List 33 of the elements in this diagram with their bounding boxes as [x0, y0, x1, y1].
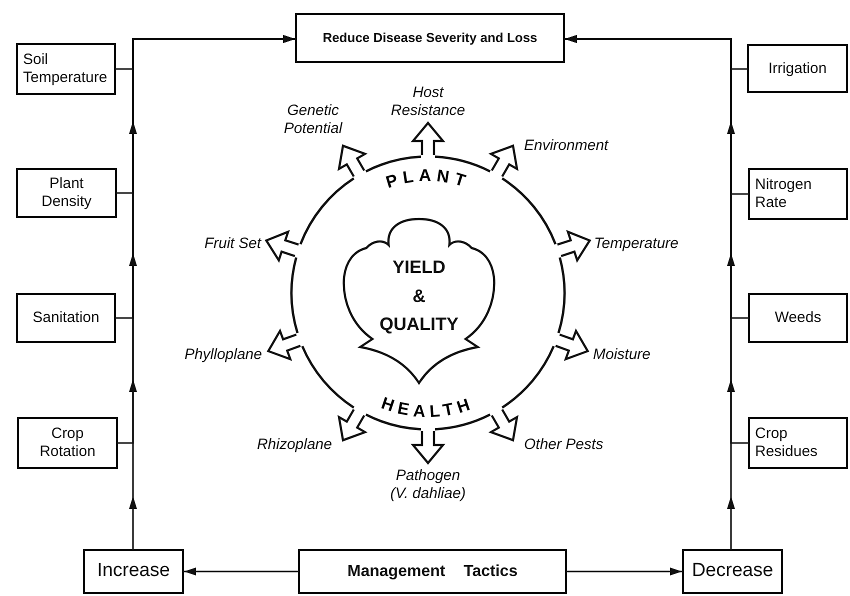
goal-box: Reduce Disease Severity and Loss: [295, 13, 565, 63]
block-arrow: [410, 121, 446, 156]
factor-label: Host Resistance: [383, 84, 473, 120]
factor-label: Phylloplane: [184, 346, 262, 364]
factor-label: Environment: [524, 137, 608, 155]
factor-label: Genetic Potential: [268, 102, 358, 138]
factor-box: Plant Density: [16, 168, 117, 218]
factor-box: Sanitation: [16, 293, 116, 343]
block-arrow: [488, 144, 518, 178]
factor-box: Nitrogen Rate: [748, 168, 848, 220]
block-arrow: [338, 408, 368, 442]
curved-label: PLANT: [384, 166, 472, 192]
factor-box: Crop Residues: [748, 417, 848, 469]
block-arrow: [264, 230, 300, 263]
factor-label: Other Pests: [524, 436, 604, 454]
tactic-box: Increase: [83, 549, 184, 594]
block-arrow: [556, 230, 592, 263]
factor-box: Crop Rotation: [17, 417, 118, 469]
curved-label: HEALTH: [379, 394, 477, 422]
tactic-box: Management Tactics: [298, 549, 567, 594]
factor-box: Irrigation: [747, 44, 848, 93]
factor-box: Weeds: [748, 293, 848, 343]
factor-box: Soil Temperature: [16, 43, 116, 95]
block-arrow: [488, 408, 518, 442]
factor-label: Pathogen (V. dahliae): [385, 467, 471, 503]
factor-label: Fruit Set: [204, 235, 261, 253]
ring: [290, 155, 566, 431]
tactic-box: Decrease: [682, 549, 783, 594]
factor-label: Moisture: [593, 346, 651, 364]
factor-label: Temperature: [594, 235, 678, 253]
block-arrow: [338, 144, 368, 178]
factor-label: Rhizoplane: [256, 436, 332, 454]
block-arrow: [410, 430, 446, 465]
